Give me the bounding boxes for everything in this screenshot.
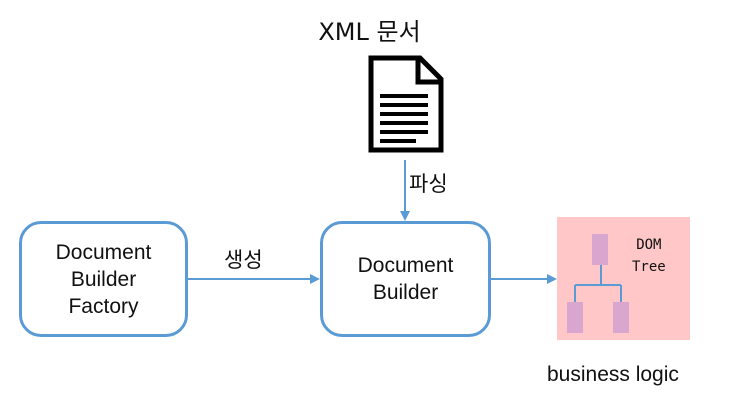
create-edge-label: 생성: [224, 248, 263, 272]
factory-node-label: Document Builder Factory: [55, 240, 152, 318]
document-builder-node: Document Builder: [320, 221, 491, 337]
dom-tree-label: DOM Tree: [632, 237, 666, 275]
document-icon: [368, 55, 444, 153]
dom-tree-panel: [557, 217, 690, 340]
builder-node-label: Document Builder: [357, 254, 454, 304]
document-builder-factory-node: Document Builder Factory: [19, 221, 188, 337]
xml-document-label: XML 문서: [318, 18, 421, 46]
parse-edge-label: 파싱: [409, 172, 448, 196]
tree-diagram-icon: [567, 234, 629, 333]
business-logic-label: business logic: [547, 363, 679, 386]
